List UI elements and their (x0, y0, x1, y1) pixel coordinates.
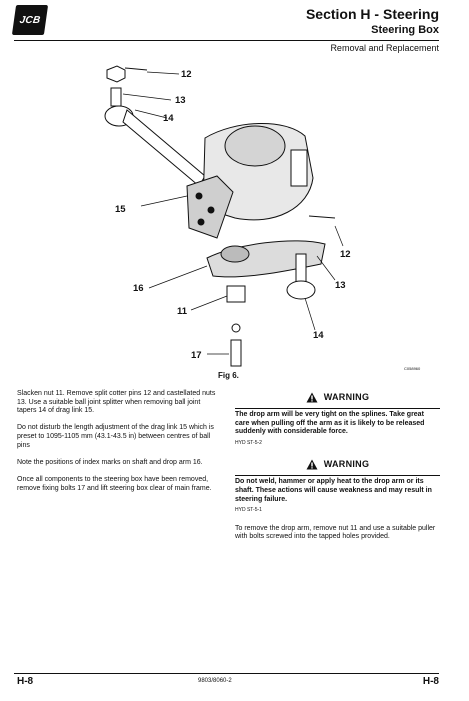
ball-joint-stud (110, 87, 122, 107)
paragraph: Slacken nut 11. Remove split cotter pins… (17, 390, 216, 415)
steering-box-drawing: 12 13 14 15 12 13 16 11 14 17 (104, 65, 351, 367)
callout: 12 (181, 69, 192, 80)
callout: 13 (175, 95, 186, 106)
warning-title: WARNING (323, 459, 370, 470)
paragraph: Do not disturb the length adjustment of … (17, 424, 214, 449)
logo-text: JCB (18, 14, 42, 26)
callout: 13 (335, 280, 346, 291)
callout: 14 (163, 113, 174, 124)
warning-ref: HYD ST-5-2 (235, 439, 262, 446)
warning-triangle-icon (306, 459, 318, 470)
drawing-code: C058960 (404, 366, 421, 371)
procedure-text: Slacken nut 11. Remove split cotter pins… (17, 390, 216, 502)
paragraph: Once all components to the steering box … (17, 475, 212, 492)
washer (231, 323, 241, 333)
footer-rule (14, 673, 439, 674)
steering-box-figure: 12 13 14 15 12 13 16 11 14 17 (95, 58, 405, 370)
warning-ref: HYD ST-5-1 (235, 507, 262, 514)
warning-triangle-icon (306, 392, 318, 402)
callout: 16 (133, 283, 144, 294)
warning-block: WARNING Do not weld, hammer or apply hea… (235, 457, 440, 514)
header-rule (14, 40, 439, 41)
callout: 14 (313, 330, 324, 341)
box-side-cap (290, 149, 308, 187)
paragraph: Note the positions of index marks on sha… (17, 458, 203, 466)
ball-joint-stud-right (295, 253, 307, 283)
section-subtitle: Steering Box (371, 24, 439, 36)
section-title: Section H - Steering (305, 6, 439, 22)
page-heading: Removal and Replacement (330, 43, 439, 53)
box-cover (224, 125, 286, 167)
castellated-nut-top (106, 65, 126, 83)
warnings-column: WARNING The drop arm will be very tight … (235, 390, 440, 542)
drop-arm-instruction: To remove the drop arm, remove nut 11 an… (235, 524, 436, 541)
page-number-left: H-8 (17, 676, 34, 687)
warning-text: Do not weld, hammer or apply heat to the… (235, 478, 432, 503)
callout: 17 (191, 350, 202, 361)
drop-arm-nut (226, 285, 246, 303)
cotter-pin-top (124, 67, 148, 71)
warning-title: WARNING (323, 391, 370, 402)
fixing-bolt (230, 339, 242, 367)
document-number: 9803/8060-2 (198, 678, 232, 684)
callout: 15 (115, 204, 126, 215)
callout: 11 (177, 306, 188, 317)
jcb-logo: JCB (11, 5, 49, 35)
figure-caption: Fig 6. (218, 371, 239, 380)
warning-rule (235, 408, 440, 409)
ball-joint-head-right (286, 280, 316, 300)
warning-rule (235, 475, 440, 477)
cotter-pin-right (308, 215, 336, 219)
warning-block: WARNING The drop arm will be very tight … (235, 390, 440, 447)
page-number-right: H-8 (422, 676, 439, 687)
warning-text: The drop arm will be very tight on the s… (235, 411, 425, 436)
callout: 12 (340, 249, 351, 260)
